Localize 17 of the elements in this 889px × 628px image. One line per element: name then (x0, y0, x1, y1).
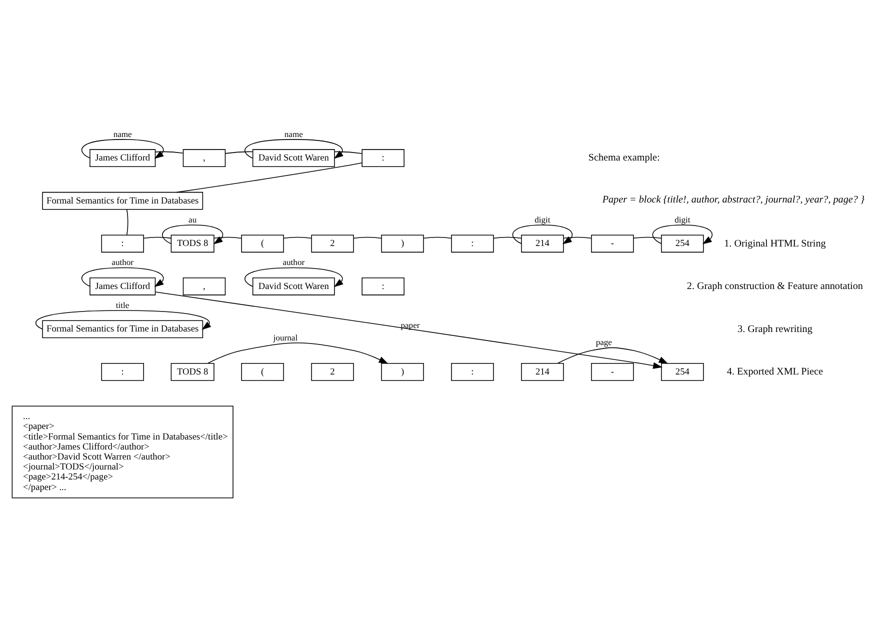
label: 2. Graph construction & Feature annotation (686, 281, 863, 292)
edge-label: paper (400, 320, 420, 330)
label: Schema example: (588, 152, 660, 164)
edge-label: digit (534, 214, 550, 224)
label: 1. Original HTML String (724, 238, 826, 250)
edge-label: page (596, 337, 612, 348)
edge-label: digit (674, 214, 690, 224)
edge-label: author (282, 257, 305, 268)
label: 4. Exported XML Piece (726, 366, 823, 378)
edge-label: au (188, 214, 197, 224)
label: 3. Graph rewriting (738, 324, 812, 335)
edge-label: author (112, 257, 134, 268)
edge-label: name (284, 128, 303, 139)
edge-label: name (113, 128, 132, 139)
edge-label: journal (273, 332, 298, 342)
label: Paper = block {title!, author, abstract?, journal?, year?, page? } (602, 194, 864, 206)
edge-label: title (116, 300, 130, 310)
